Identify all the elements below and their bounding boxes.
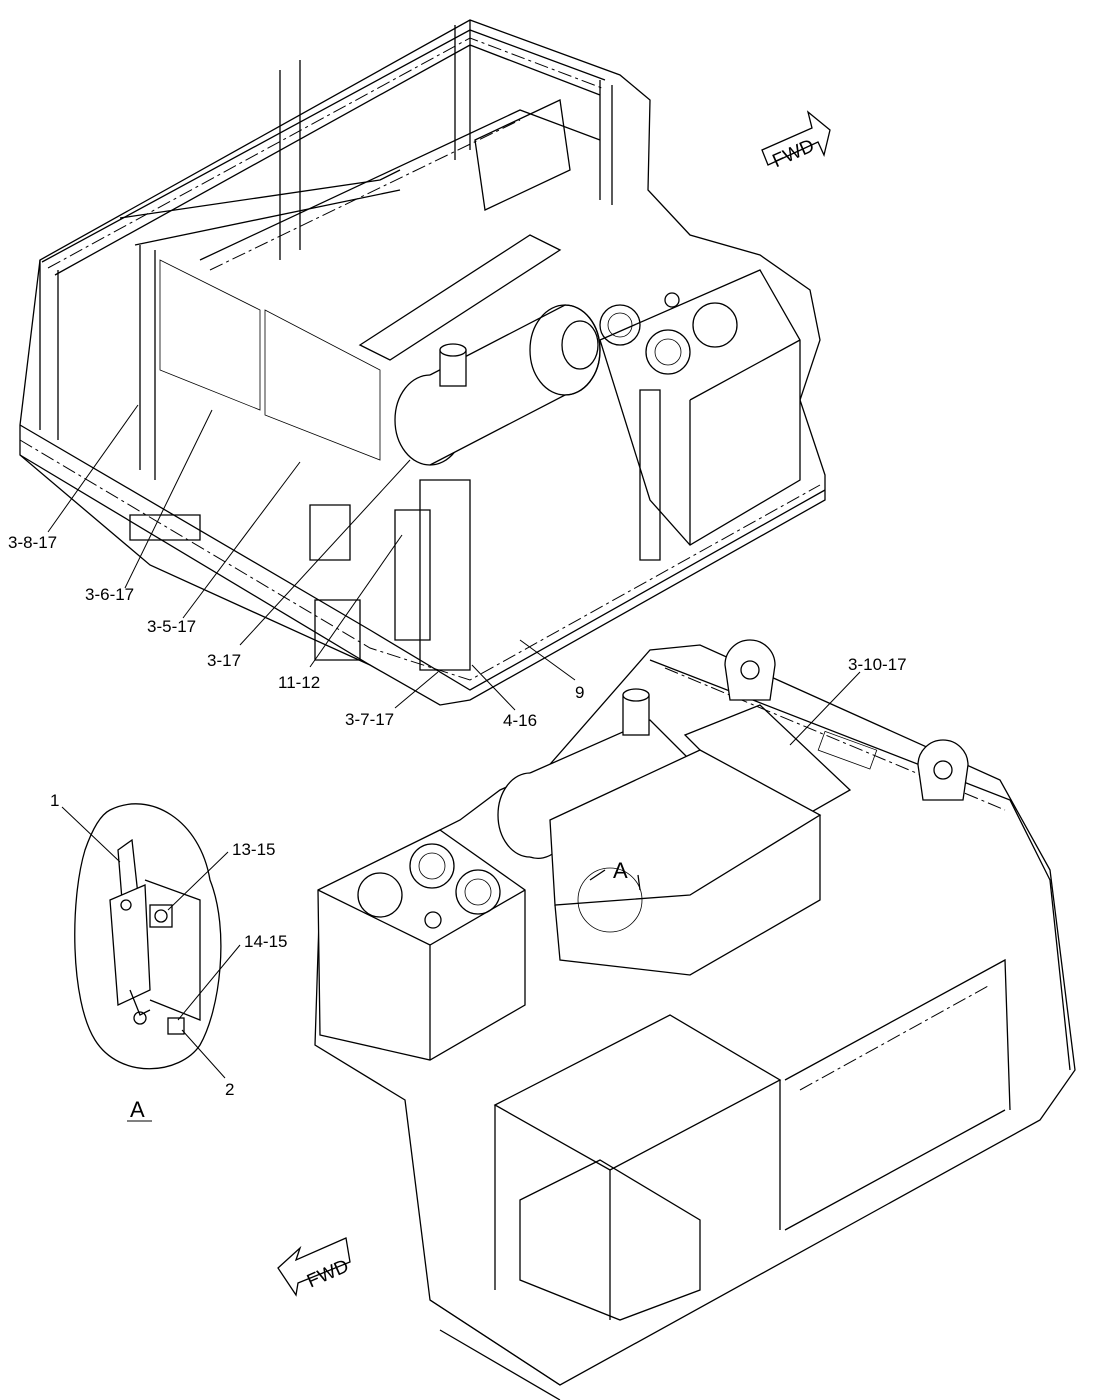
callout-3-10-17: 3-10-17 — [848, 655, 907, 674]
callout-3-7-17: 3-7-17 — [345, 710, 394, 729]
muffler — [394, 304, 601, 466]
view-a-label: A — [130, 1097, 145, 1122]
hydraulic-tank-lower — [317, 829, 526, 1061]
fwd-arrow-top: FWD — [761, 110, 831, 172]
upper-frame-assembly — [19, 19, 826, 706]
callout-3-8-17: 3-8-17 — [8, 533, 57, 552]
hydraulic-tank — [599, 269, 801, 546]
view-marker-a: A — [613, 858, 628, 883]
leader-lines — [47, 404, 861, 1079]
muffler-lower — [497, 688, 692, 860]
callout-labels: 3-8-17 3-6-17 3-5-17 3-17 11-12 3-7-17 4… — [8, 533, 907, 1122]
callout-13-15: 13-15 — [232, 840, 275, 859]
callout-11-12: 11-12 — [278, 673, 320, 692]
callout-3-6-17: 3-6-17 — [85, 585, 134, 604]
callout-9: 9 — [575, 683, 584, 702]
callout-3-17: 3-17 — [207, 651, 241, 670]
callout-2: 2 — [225, 1080, 234, 1099]
detail-view-a — [74, 803, 222, 1070]
callout-1: 1 — [50, 791, 59, 810]
fwd-arrow-bottom: FWD — [277, 1237, 352, 1297]
callout-14-15: 14-15 — [244, 932, 287, 951]
lower-frame-assembly: A — [314, 639, 1076, 1400]
callout-3-5-17: 3-5-17 — [147, 617, 196, 636]
callout-4-16: 4-16 — [503, 711, 537, 730]
